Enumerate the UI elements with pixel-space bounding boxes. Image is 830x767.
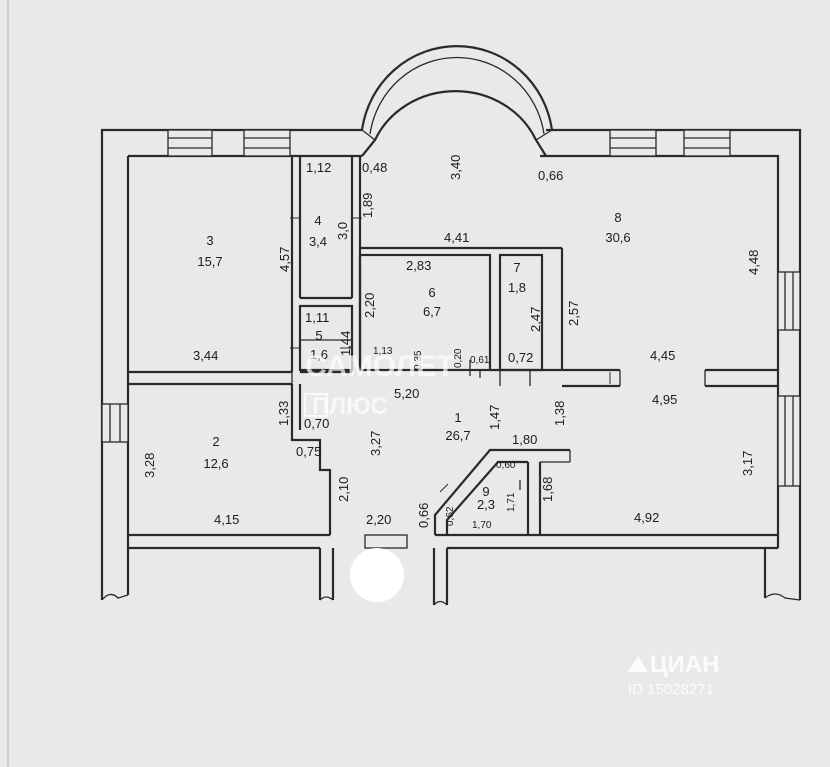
dim-4-45: 4,45 — [650, 348, 675, 363]
dim-3-17: 3,17 — [740, 451, 755, 476]
cian-logo-text: ЦИАН — [650, 651, 719, 678]
room-label-4-area: 3,4 — [309, 234, 327, 249]
dim-1-33: 1,33 — [276, 401, 291, 426]
room-label-7-number: 7 — [513, 260, 520, 275]
dim-0-75: 0,75 — [296, 444, 321, 459]
dim-1-71: 1,71 — [506, 492, 517, 512]
room-label-1-number: 1 — [454, 410, 461, 425]
dim-3-28: 3,28 — [142, 453, 157, 478]
dim-4-95: 4,95 — [652, 392, 677, 407]
room-label-1-area: 26,7 — [445, 428, 470, 443]
dim-4-48: 4,48 — [746, 250, 761, 275]
room-label-3-area: 15,7 — [197, 254, 222, 269]
interior-walls — [128, 156, 778, 535]
dim-3-40: 3,40 — [448, 155, 463, 180]
dim-2-83: 2,83 — [406, 258, 431, 273]
dim-0-66-top: 0,66 — [538, 168, 563, 183]
dim-1-38: 1,38 — [552, 401, 567, 426]
dim-1-68: 1,68 — [540, 477, 555, 502]
room-label-2-area: 12,6 — [203, 456, 228, 471]
windows — [101, 129, 801, 487]
dim-4-15: 4,15 — [214, 512, 239, 527]
dim-1-47: 1,47 — [487, 405, 502, 430]
room-label-3-number: 3 — [206, 233, 213, 248]
room-label-5-area: 1,6 — [310, 347, 328, 362]
redaction-circle — [350, 548, 404, 602]
room-label-7-area: 1,8 — [508, 280, 526, 295]
dim-4-57: 4,57 — [277, 247, 292, 272]
dim-0-61: 0,61 — [470, 355, 490, 366]
dim-0-62: 0,62 — [445, 506, 456, 526]
room-label-4-number: 4 — [314, 213, 321, 228]
room-label-6-number: 6 — [428, 285, 435, 300]
room-label-6-area: 6,7 — [423, 304, 441, 319]
dim-0-66-bottom: 0,66 — [416, 503, 431, 528]
cian-logo-icon — [628, 656, 648, 672]
dim-1-80: 1,80 — [512, 432, 537, 447]
dim-4-41: 4,41 — [444, 230, 469, 245]
dim-5-20: 5,20 — [394, 386, 419, 401]
dim-2-20-side: 2,20 — [362, 293, 377, 318]
dim-3-0: 3,0 — [335, 222, 350, 240]
room-label-8-number: 8 — [614, 210, 621, 225]
dim-3-27: 3,27 — [368, 431, 383, 456]
room-label-8-area: 30,6 — [605, 230, 630, 245]
room-label-5-number: 5 — [315, 328, 322, 343]
dim-1-12: 1,12 — [306, 160, 331, 175]
room-label-9-number: 9 — [482, 484, 489, 499]
dim-2-57: 2,57 — [566, 301, 581, 326]
dim-0-72: 0,72 — [508, 350, 533, 365]
dim-0-70: 0,70 — [304, 416, 329, 431]
dim-3-44: 3,44 — [193, 348, 218, 363]
dim-1-89: 1,89 — [360, 193, 375, 218]
dim-0-35: 0,35 — [413, 350, 424, 370]
dim-1-70: 1,70 — [472, 520, 492, 531]
dimension-ticks — [290, 217, 611, 493]
dim-1-13: 1,13 — [373, 346, 393, 357]
dim-2-20-bottom: 2,20 — [366, 512, 391, 527]
dim-0-20: 0,20 — [453, 348, 464, 368]
dim-2-47: 2,47 — [528, 307, 543, 332]
room-label-9-area: 2,3 — [477, 497, 495, 512]
dim-0-60: 0,60 — [496, 460, 516, 471]
watermarks: САМОЛЕТ ПЛЮС ЦИАН ID 15028271 — [304, 350, 719, 698]
dimension-labels: 1,12 0,48 3,40 0,66 1,89 4,57 3,0 4,41 4… — [142, 155, 761, 531]
bay-window — [360, 45, 554, 157]
dim-4-92: 4,92 — [634, 510, 659, 525]
samolet-watermark: САМОЛЕТ — [305, 350, 455, 383]
dim-1-11: 1,11 — [305, 310, 329, 325]
room-label-2-number: 2 — [212, 434, 219, 449]
dim-2-10: 2,10 — [336, 477, 351, 502]
dim-1-44: 1,44 — [338, 331, 353, 356]
dim-0-48: 0,48 — [362, 160, 387, 175]
cian-id-text: ID 15028271 — [628, 681, 714, 698]
room-labels: 3 15,7 4 3,4 5 1,6 6 6,7 7 1,8 8 30,6 1 … — [197, 210, 630, 512]
